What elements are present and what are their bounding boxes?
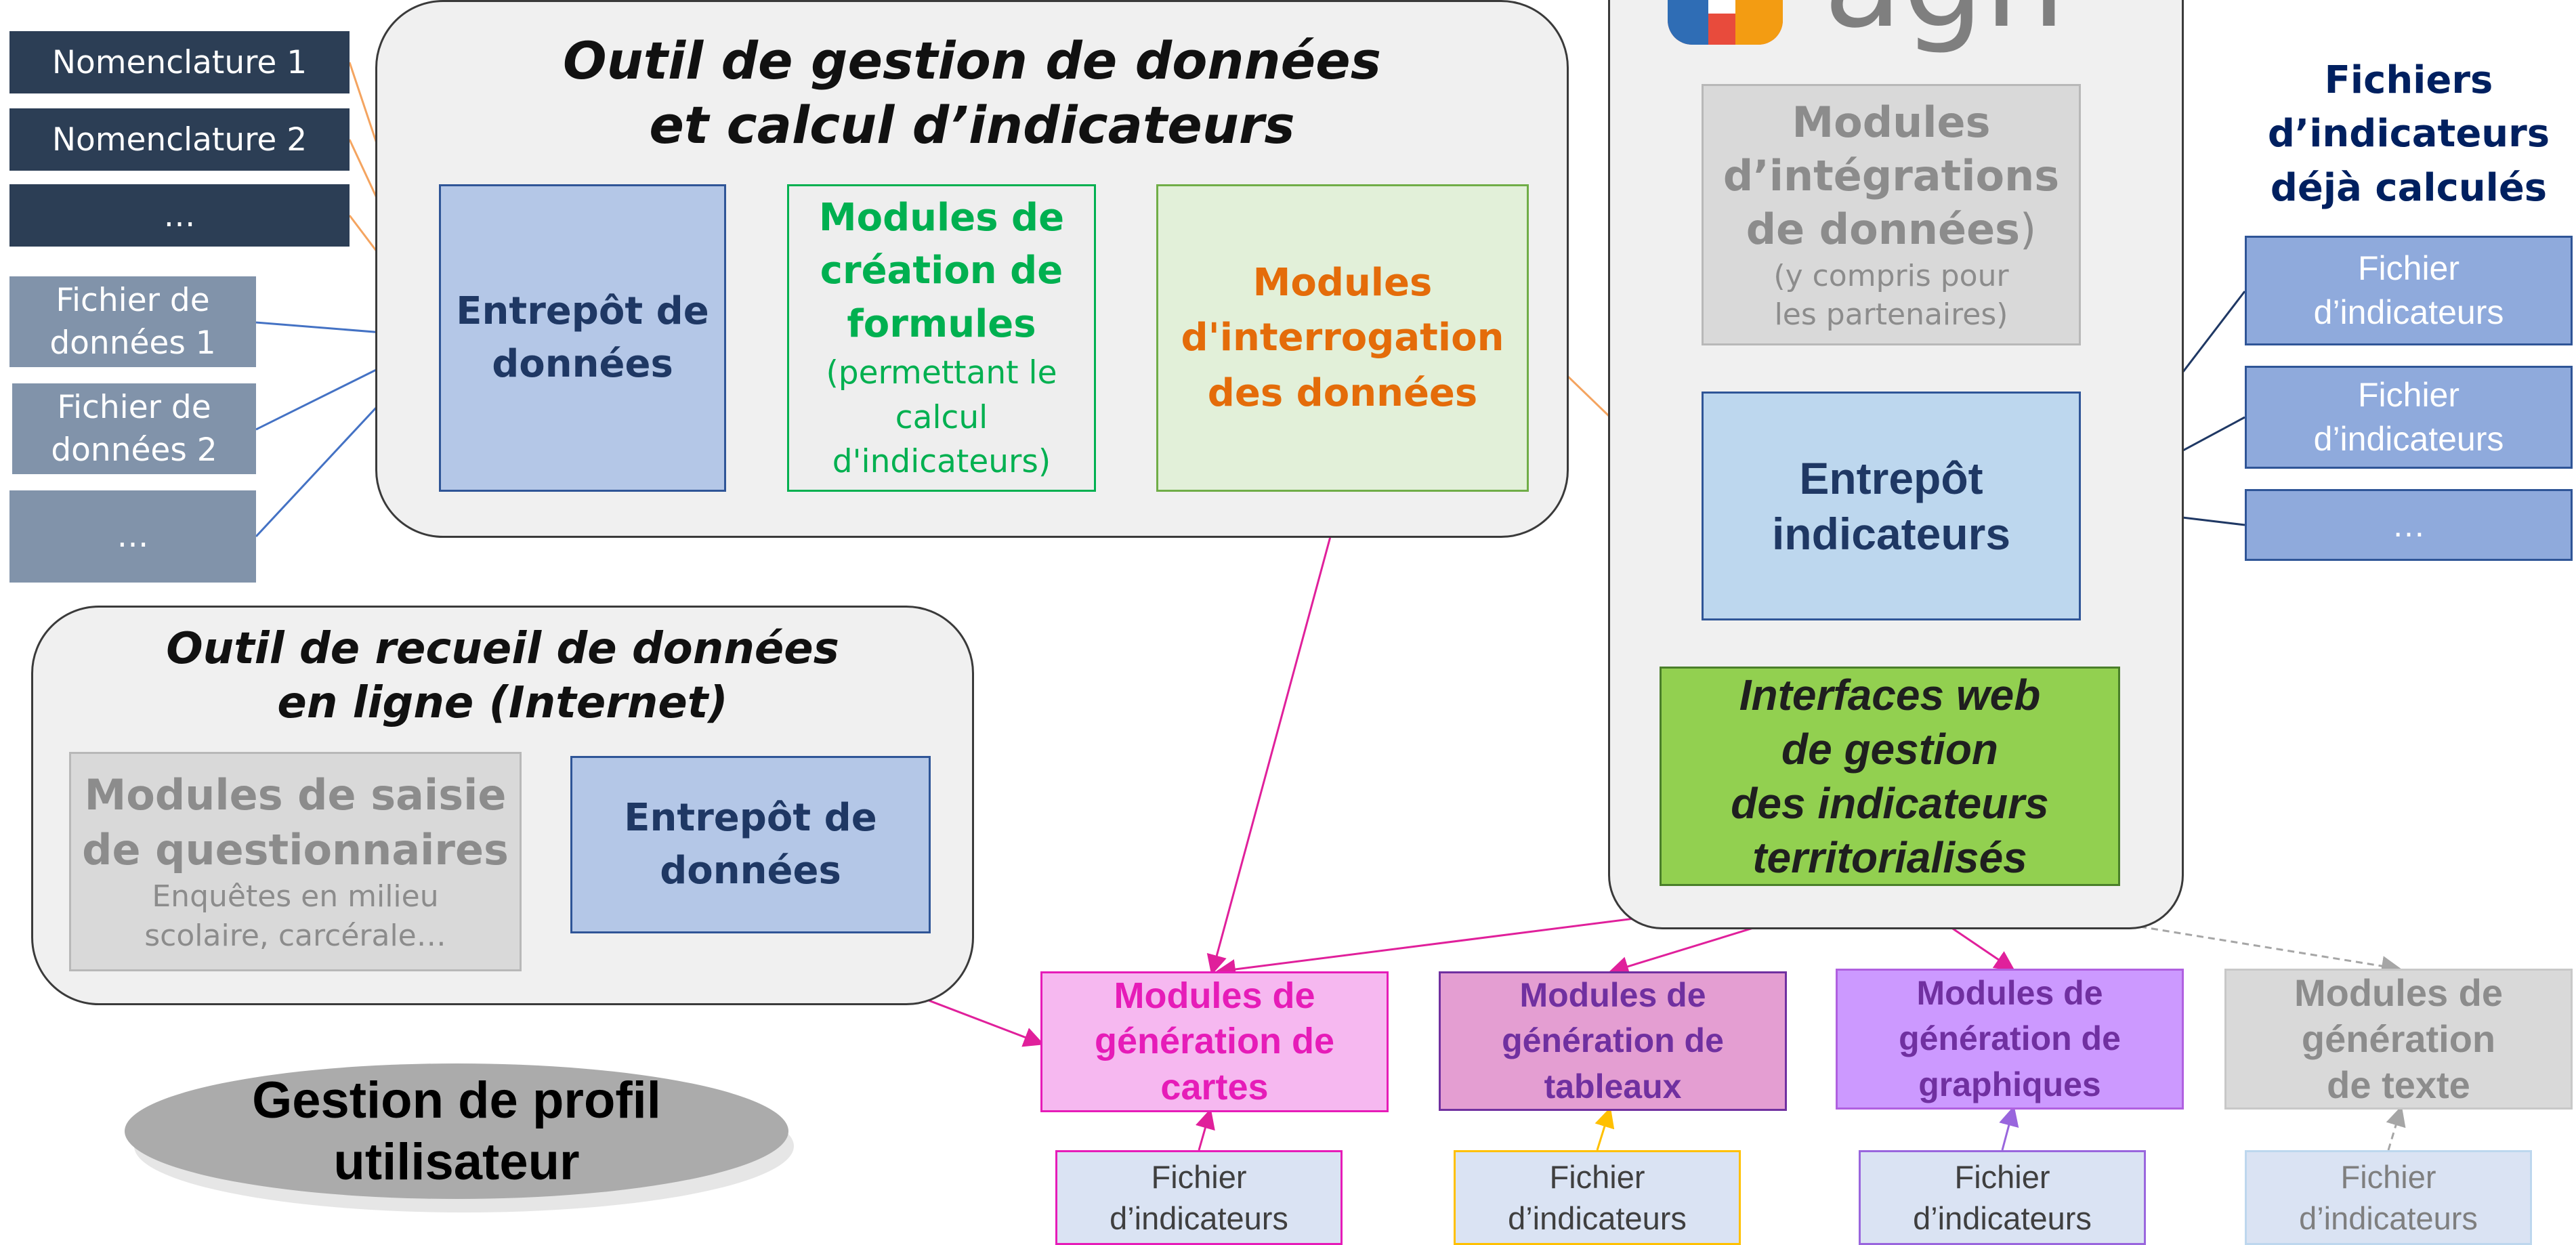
arrow-interrogation-to-cartes bbox=[1206, 491, 1344, 975]
modules-integration-donnees: Modules d’intégrations de données) (y co… bbox=[1702, 84, 2081, 345]
nomenclature-more: … bbox=[9, 184, 350, 247]
panel-recueil-title: Outil de recueil de données en ligne (In… bbox=[166, 624, 839, 728]
arrow-output-graphiques bbox=[1999, 1105, 2019, 1151]
interfaces-web-gestion: Interfaces web de gestion des indicateur… bbox=[1660, 667, 2120, 886]
modules-creation-formules: Modules de création de formules (permett… bbox=[787, 184, 1096, 492]
nomenclature-1: Nomenclature 1 bbox=[9, 31, 350, 93]
fichier-donnees-more: … bbox=[9, 490, 256, 583]
arrow-output-tableaux bbox=[1595, 1107, 1615, 1151]
arrow-output-cartes bbox=[1195, 1108, 1215, 1151]
panel-gestion-title: Outil de gestion de données et calcul d’… bbox=[563, 30, 1381, 155]
modules-interrogation: Modules d'interrogation des données bbox=[1156, 184, 1529, 492]
agn-logo-text: agn bbox=[1823, 0, 2065, 46]
nomenclature-2: Nomenclature 2 bbox=[9, 108, 350, 171]
fichiers-deja-calcules-heading: Fichiers d’indicateurs déjà calculés bbox=[2267, 58, 2550, 210]
agn-logo: agn bbox=[1668, 0, 2065, 47]
modules-saisie-questionnaires: Modules de saisie de questionnaires Enqu… bbox=[69, 752, 522, 971]
agn-logo-mark bbox=[1668, 0, 1783, 45]
arrow-output-texte bbox=[2386, 1105, 2406, 1151]
fichier-indicateurs-deja-more: … bbox=[2245, 489, 2573, 561]
